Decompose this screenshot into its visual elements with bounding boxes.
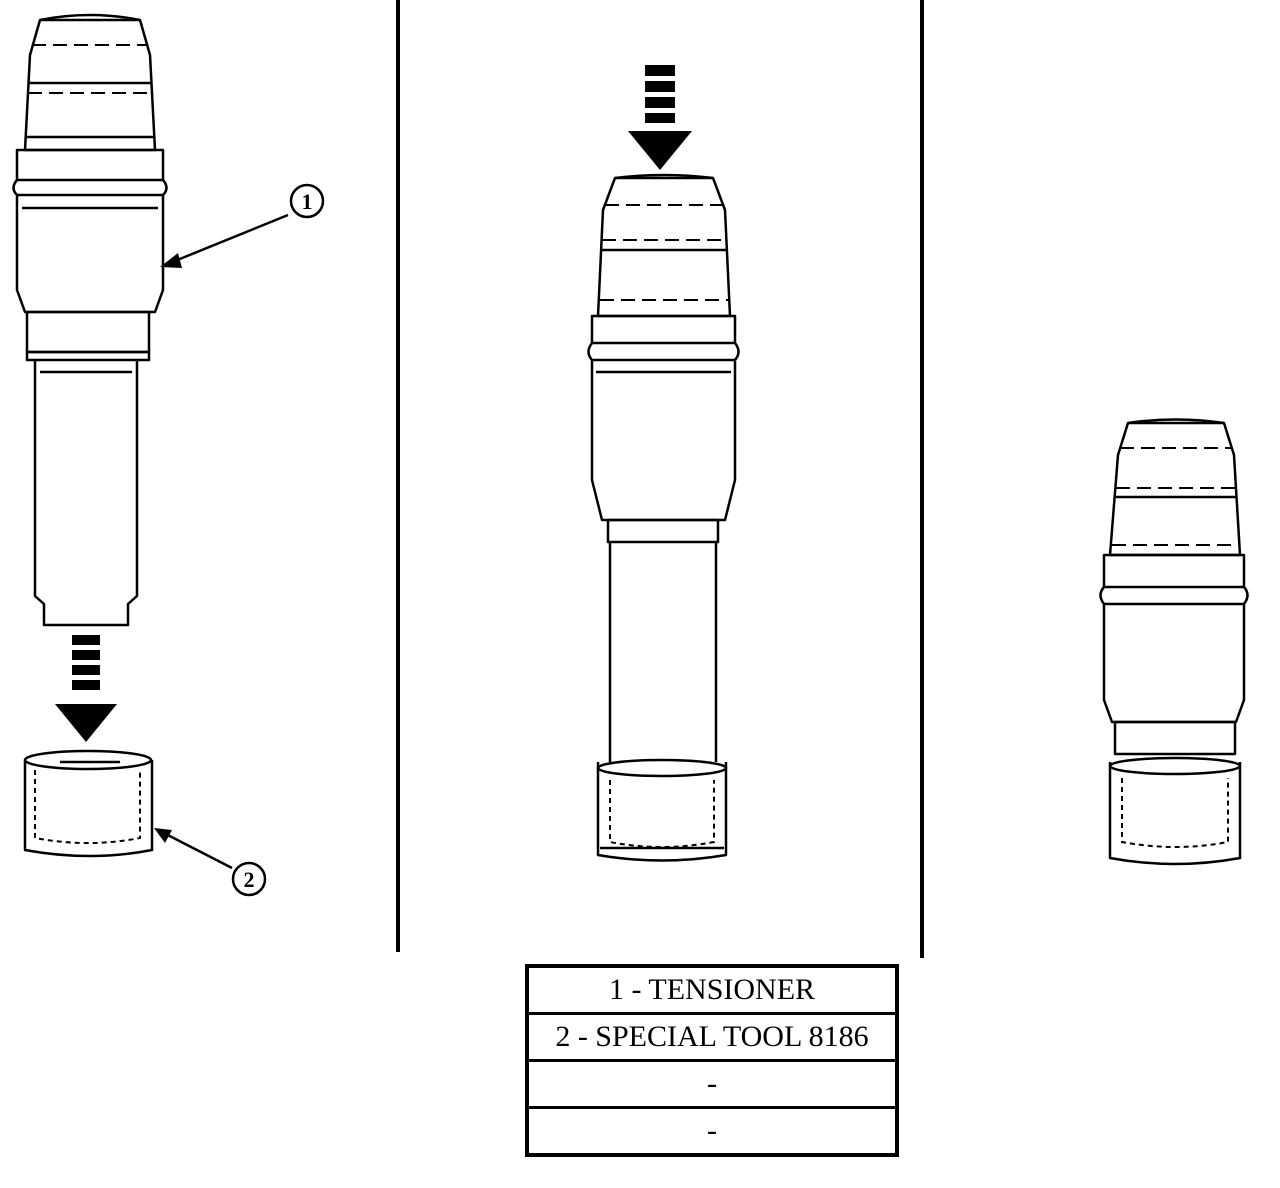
legend-table: 1 - TENSIONER 2 - SPECIAL TOOL 8186 - - xyxy=(525,964,899,1157)
down-arrow-icon xyxy=(55,635,117,742)
panel-3-tensioner xyxy=(1099,418,1249,756)
panel-3-special-tool xyxy=(1108,756,1242,866)
panel-2-special-tool xyxy=(596,758,728,862)
panel-1-tensioner xyxy=(12,13,168,627)
callout-1-number: 1 xyxy=(302,189,313,214)
special-tool-8186-drawing xyxy=(23,749,154,858)
legend-cell-empty-1: - xyxy=(525,1059,899,1109)
callout-2-number: 2 xyxy=(244,867,255,892)
legend-cell-empty-2: - xyxy=(525,1106,899,1157)
legend-row: 2 - SPECIAL TOOL 8186 xyxy=(525,1012,899,1062)
callout-1: 1 xyxy=(160,183,325,268)
legend-cell-special-tool: 2 - SPECIAL TOOL 8186 xyxy=(525,1012,899,1062)
legend-cell-tensioner: 1 - TENSIONER xyxy=(525,964,899,1015)
legend-row: - xyxy=(525,1106,899,1157)
legend-row: 1 - TENSIONER xyxy=(525,964,899,1015)
callout-2: 2 xyxy=(154,828,267,897)
legend-row: - xyxy=(525,1059,899,1109)
panel-2-tensioner xyxy=(587,173,740,762)
panel-2-down-arrow-icon xyxy=(628,65,692,170)
